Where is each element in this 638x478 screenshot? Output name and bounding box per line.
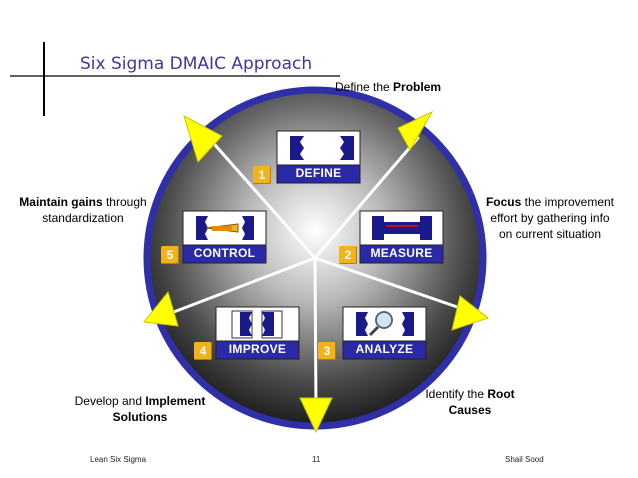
question-puzzle-icon (290, 136, 354, 160)
step-label-define: DEFINE (295, 166, 342, 180)
step-number-improve: 4 (194, 342, 212, 360)
documents-icon (231, 310, 283, 339)
step-number-analyze: 3 (318, 342, 336, 360)
measure-clamp-icon (372, 216, 432, 240)
caption-improve: Develop and Implement Solutions (74, 394, 206, 424)
define-box (276, 130, 361, 184)
footer-left: Lean Six Sigma (90, 455, 147, 464)
analyze-box (342, 306, 427, 360)
caption-define: Define the Problem (335, 80, 442, 94)
measure-box (359, 210, 444, 264)
control-box (182, 210, 267, 264)
cycle-spokes (156, 126, 468, 414)
step-number-control: 5 (161, 246, 179, 264)
step-label-measure: MEASURE (370, 246, 433, 260)
arrow-define-icon (183, 114, 223, 163)
pencil-icon (205, 223, 239, 233)
arrow-measure-icon (397, 110, 434, 152)
step-label-analyze: ANALYZE (355, 342, 414, 356)
caption-control: Maintain gains through standardization (19, 195, 147, 225)
arrow-analyze-icon (451, 295, 490, 331)
page-title: Six Sigma DMAIC Approach (80, 54, 313, 74)
footer-page-number: 11 (312, 455, 321, 464)
step-number-measure: 2 (339, 246, 357, 264)
caption-analyze: Identify the Root Causes (425, 387, 515, 417)
step-number-define: 1 (253, 166, 271, 184)
caption-measure: Focus the improvement effort by gatherin… (485, 195, 615, 241)
arrow-control-icon (143, 290, 179, 327)
step-label-improve: IMPROVE (228, 342, 287, 356)
step-label-control: CONTROL (193, 246, 256, 260)
arrow-improve-icon (299, 397, 333, 434)
improve-box (215, 306, 300, 360)
magnifier-icon (368, 311, 393, 337)
footer-right: Shail Sood (505, 455, 544, 464)
